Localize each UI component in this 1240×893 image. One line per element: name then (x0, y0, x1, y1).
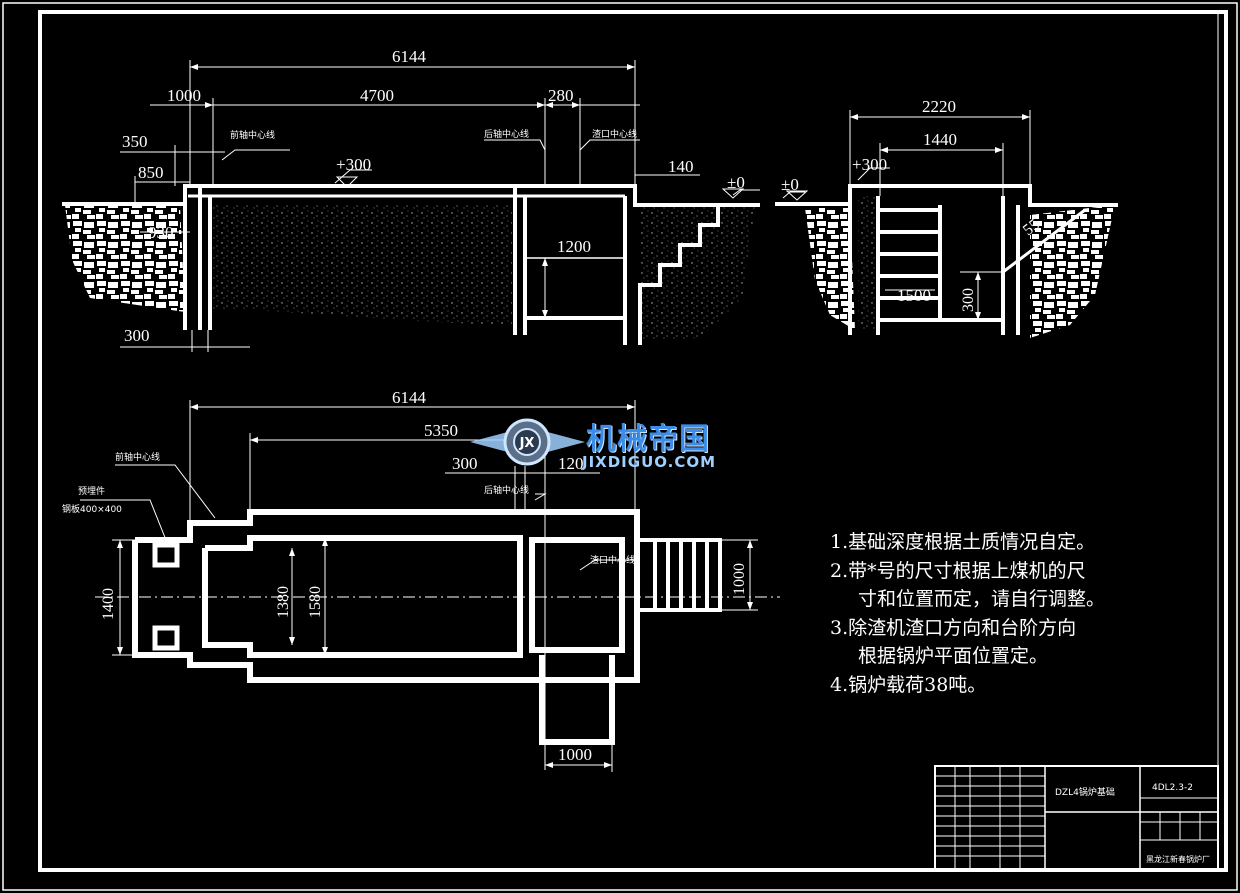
note-line-6: 4.锅炉载荷38吨。 (830, 673, 987, 696)
side-rubble-right (1030, 205, 1115, 338)
plan-dim-1400: 1400 (100, 588, 117, 620)
plan-label-embedded-part: 预埋件 (78, 485, 105, 497)
rubble-left (65, 205, 185, 312)
side-dim-1500: 1500 (897, 286, 931, 305)
elevation-view: 6144 1000 4700 280 350 850 930 300 140 1… (62, 47, 760, 352)
plan-label-front-axle: 前轴中心线 (115, 451, 160, 463)
elev-dim-4700: 4700 (360, 86, 394, 105)
elev-dim-930: 930 (148, 223, 174, 242)
note-line-3: 寸和位置而定，请自行调整。 (858, 588, 1106, 610)
elev-level-plus300: +300 (336, 155, 371, 174)
plan-dim-300: 300 (452, 454, 478, 473)
side-concrete (858, 196, 878, 330)
svg-text:JX: JX (519, 436, 535, 451)
watermark: JX 机械帝国 JIXDIGUO.COM (470, 412, 770, 474)
side-rubble-left (805, 208, 855, 330)
side-section-view: 2220 1440 1500 300 55 +300 ±0 (775, 97, 1118, 338)
watermark-title: 机械帝国 (586, 422, 710, 457)
side-dim-2220: 2220 (922, 97, 956, 116)
plan-dim-120: 120 (558, 454, 584, 473)
watermark-url: JIXDIGUO.COM (582, 453, 717, 471)
title-block-drawing-number: 4DL2.3-2 (1152, 783, 1193, 793)
title-block-drawing-title: DZL4锅炉基础 (1055, 786, 1115, 798)
soil-right (640, 205, 755, 340)
elev-dim-1000: 1000 (167, 86, 201, 105)
elev-dim-850: 850 (138, 163, 164, 182)
plan-dim-1380: 1380 (275, 586, 292, 618)
elev-label-front-axle: 前轴中心线 (230, 129, 275, 141)
elev-dim-350: 350 (122, 132, 148, 151)
note-line-1: 1.基础深度根据土质情况自定。 (830, 531, 1096, 553)
note-line-5: 根据锅炉平面位置定。 (858, 645, 1049, 667)
elev-label-rear-axle: 后轴中心线 (484, 128, 529, 140)
concrete-fill (213, 205, 512, 325)
plan-label-steel-plate: 钢板400×400 (62, 503, 122, 515)
side-level-plus300: +300 (852, 155, 887, 174)
elev-dim-300-bottom: 300 (124, 326, 150, 345)
elev-dim-1200: 1200 (557, 237, 591, 256)
side-level-zero: ±0 (781, 175, 799, 194)
title-block-company: 黑龙江新春锅炉厂 (1146, 854, 1210, 864)
side-dim-1440: 1440 (923, 130, 957, 149)
gear-wing-logo-icon: JX (470, 418, 585, 466)
plan-dim-overall: 6144 (392, 388, 427, 407)
elev-dim-140: 140 (668, 157, 694, 176)
note-line-2: 2.带*号的尺寸根据上煤机的尺 (830, 559, 1086, 582)
plan-dim-1580: 1580 (307, 586, 324, 618)
plan-label-rear-axle: 后轴中心线 (484, 484, 529, 496)
side-dim-300: 300 (960, 288, 977, 312)
plan-dim-5350: 5350 (424, 421, 458, 440)
elev-dim-overall: 6144 (392, 47, 427, 66)
plan-dim-1000-right: 1000 (731, 563, 748, 595)
plan-dim-1000-bottom: 1000 (558, 745, 592, 764)
general-notes: 1.基础深度根据土质情况自定。 2.带*号的尺寸根据上煤机的尺 寸和位置而定，请… (830, 528, 1105, 699)
elev-dim-280: 280 (548, 86, 574, 105)
note-line-4: 3.除渣机渣口方向和台阶方向 (830, 616, 1077, 639)
plan-label-slag-outlet: 渣口中心线 (590, 554, 635, 566)
elev-level-zero: ±0 (727, 173, 745, 192)
elev-label-slag-outlet: 渣口中心线 (592, 128, 637, 140)
title-block (934, 765, 1219, 871)
